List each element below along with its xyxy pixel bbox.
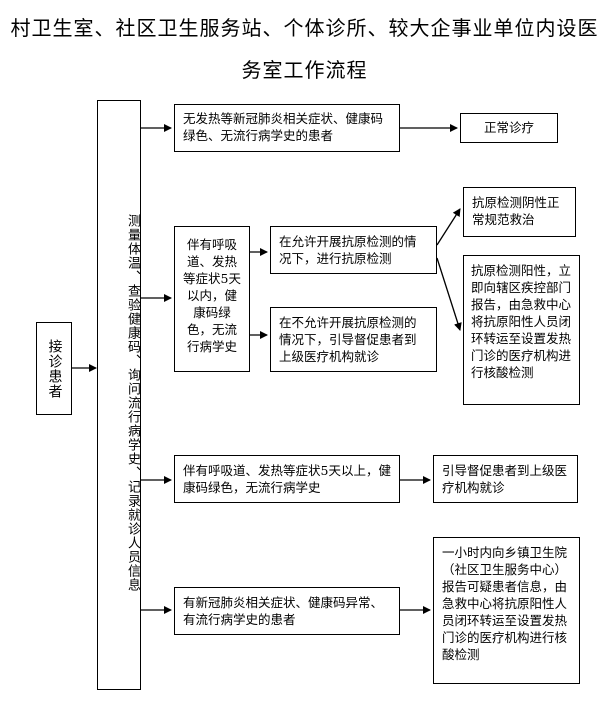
diagram-title-line-2: 务室工作流程 bbox=[241, 58, 368, 82]
branch2-allowed: 在允许开展抗原检测的情况下，进行抗原检测 bbox=[270, 226, 437, 274]
arrow-allowed-to-negative bbox=[436, 208, 461, 246]
branch2-positive: 抗原检测阳性，立即向辖区疾控部门报告，由急救中心将抗原阳性人员闭环转运至设置发热… bbox=[463, 255, 580, 405]
branch2-negative: 抗原检测阴性正常规范救治 bbox=[463, 187, 576, 237]
branch1-result: 正常诊疗 bbox=[460, 113, 558, 143]
branch4-result: 一小时内向乡镇卫生院（社区卫生服务中心）报告可疑患者信息，由急救中心将抗原阳性人… bbox=[433, 537, 580, 684]
diagram-title-line-1: 村卫生室、社区卫生服务站、个体诊所、较大企事业单位内设医 bbox=[10, 16, 599, 40]
arrow-allowed-to-positive bbox=[436, 257, 462, 331]
start-node: 接诊患者 bbox=[36, 322, 72, 415]
branch2-condition: 伴有呼吸道、发热等症状5天以内，健康码绿色，无流行病学史 bbox=[174, 226, 250, 372]
branch2-not-allowed: 在不允许开展抗原检测的情况下，引导督促患者到上级医疗机构就诊 bbox=[270, 307, 437, 372]
branch3-condition: 伴有呼吸道、发热等症状5天以上，健康码绿色，无流行病学史 bbox=[174, 455, 400, 503]
measure-node: 测量体温、查验健康码、询问流行病学史、记录就诊人员信息 bbox=[97, 100, 141, 690]
branch3-result: 引导督促患者到上级医疗机构就诊 bbox=[433, 455, 578, 503]
branch1-condition: 无发热等新冠肺炎相关症状、健康码绿色、无流行病学史的患者 bbox=[174, 104, 400, 152]
branch4-condition: 有新冠肺炎相关症状、健康码异常、有流行病学史的患者 bbox=[174, 587, 400, 635]
